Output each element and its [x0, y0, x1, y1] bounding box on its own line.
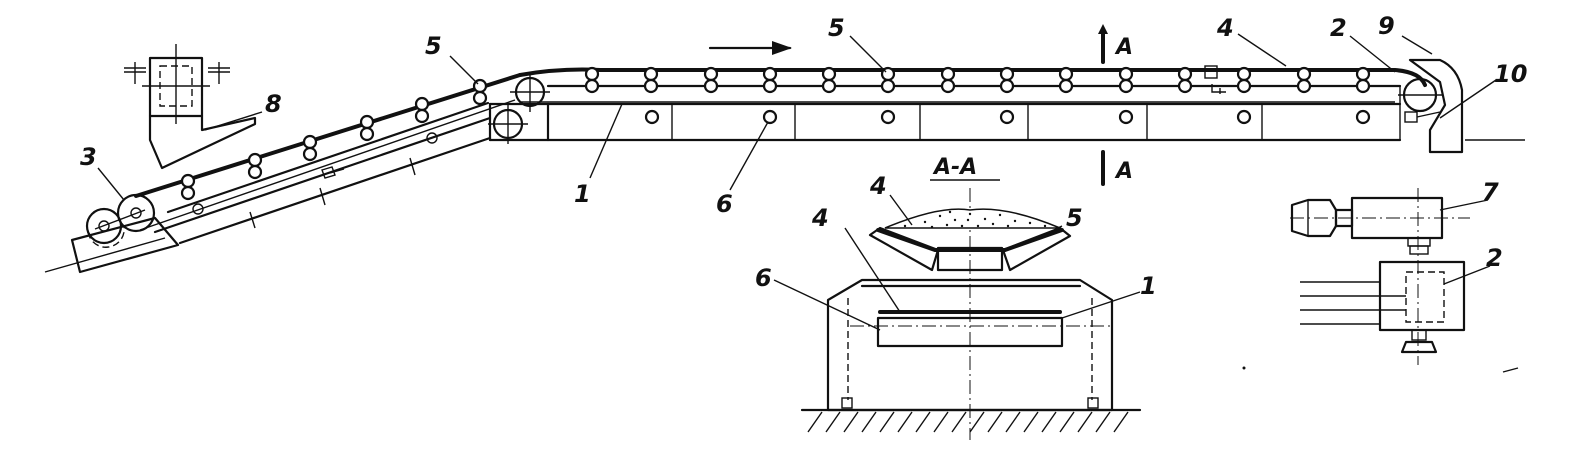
inclined-upper-rollers [180, 78, 488, 201]
cross-section-view [800, 179, 1142, 440]
label-loading-hopper: 8 [265, 90, 282, 118]
bend-drums [488, 72, 550, 144]
label-upper-roller: 5 [828, 14, 845, 42]
label-frame: 1 [574, 180, 591, 208]
leader-lines [97, 33, 1497, 331]
section-marks [1098, 24, 1108, 186]
tail-drum-circle [85, 207, 123, 245]
ground-line-left [44, 237, 166, 273]
label-upper-roller-incline: 5 [425, 32, 442, 60]
label-belt-return-section: 4 [811, 204, 829, 232]
head-section [1398, 58, 1464, 154]
horizontal-frame [488, 84, 1402, 142]
tail-section [70, 193, 180, 274]
troughed-idlers [868, 208, 1072, 272]
label-lower-roller-section: 6 [755, 264, 772, 292]
section-mark-top: A [1114, 35, 1133, 60]
labels: 5 3 8 1 6 5 4 2 9 10 A A A-A 4 4 6 5 1 7… [80, 12, 1527, 300]
label-upper-roller-section: 5 [1066, 204, 1083, 232]
label-belt-section: 4 [869, 172, 887, 200]
label-discharge-chute: 9 [1378, 12, 1395, 40]
loading-hopper [124, 44, 257, 170]
label-tail-drum: 3 [80, 143, 97, 171]
label-drive-drum: 2 [1330, 14, 1347, 42]
label-cleaner: 10 [1494, 60, 1527, 88]
section-title: A-A [932, 155, 977, 180]
label-drive-drum-plan: 2 [1486, 244, 1503, 272]
label-drive: 7 [1482, 178, 1499, 206]
belt-line [134, 67, 1427, 231]
drive-plan-view [1242, 188, 1519, 373]
section-mark-bottom: A [1114, 159, 1133, 184]
section-frame [800, 278, 1142, 433]
direction-arrow [708, 41, 792, 55]
label-frame-section: 1 [1140, 272, 1157, 300]
horizontal-upper-rollers [584, 65, 1371, 94]
inclined-frame [153, 101, 492, 245]
lower-return-rollers [644, 109, 1371, 125]
conveyor-side-view [44, 24, 1525, 274]
label-lower-roller: 6 [716, 190, 733, 218]
label-belt: 4 [1216, 14, 1234, 42]
